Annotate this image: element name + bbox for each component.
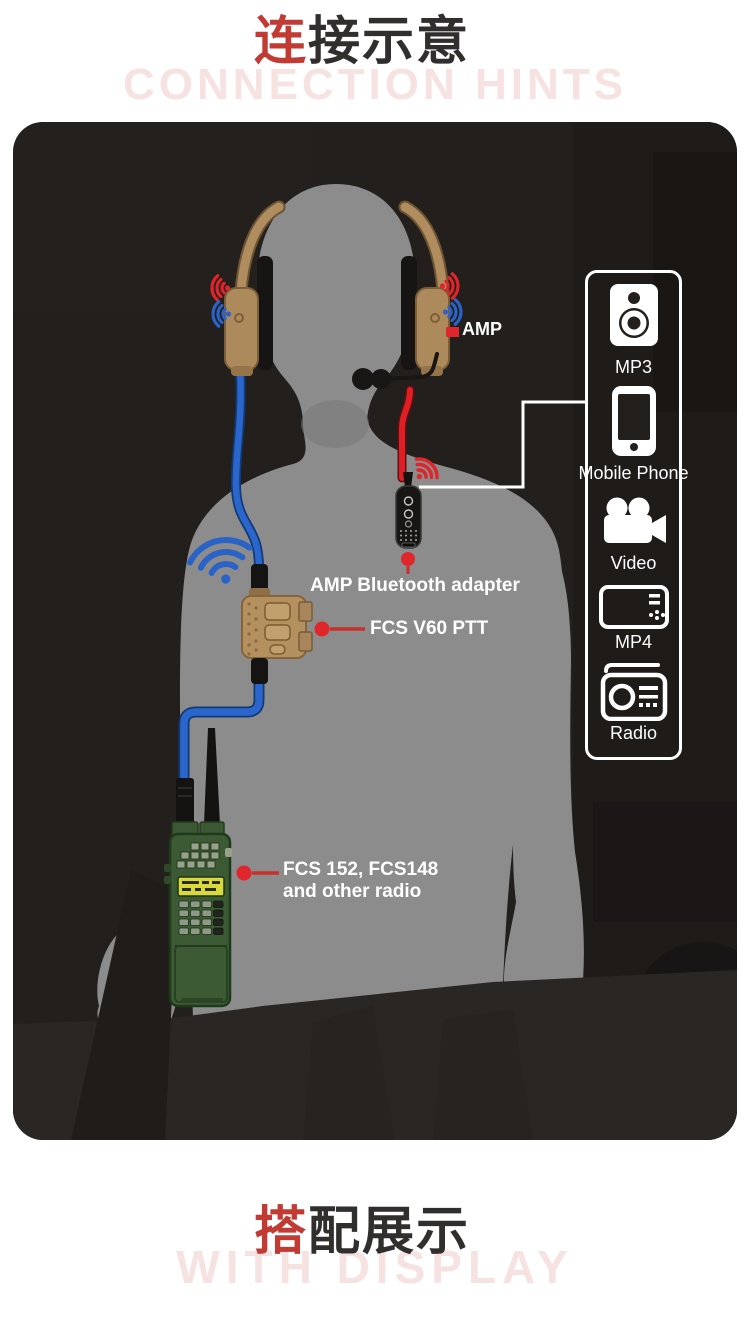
speaker-icon xyxy=(609,284,658,346)
radio-label: FCS 152, FCS148 and other radio xyxy=(283,859,438,903)
ptt-button-3 xyxy=(269,644,286,655)
right-ear-cushion xyxy=(401,256,417,370)
left-blue-signal-icon xyxy=(211,300,232,328)
right-ear-cup xyxy=(415,287,450,371)
left-red-signal-icon xyxy=(210,274,231,302)
mic-to-adapter-cable xyxy=(399,387,413,481)
right-red-signal-icon xyxy=(439,272,460,300)
fcs-radio-device xyxy=(164,728,232,1008)
bottom-title-red-char: 搭 xyxy=(253,1203,308,1261)
title-black-chars: 接示意 xyxy=(308,13,471,71)
device-label-mp4: MP4 xyxy=(614,632,653,652)
radio-keypad xyxy=(178,900,224,935)
bluetooth-adapter-label: AMP Bluetooth adapter xyxy=(310,575,520,596)
amp-label: AMP xyxy=(462,319,502,339)
ptt-button-1 xyxy=(264,602,291,621)
fcs-v60-ptt-device xyxy=(241,564,313,684)
left-ear-cup xyxy=(224,287,259,371)
mic-boom xyxy=(379,352,439,381)
device-label-mobile-phone: Mobile Phone xyxy=(578,463,689,483)
bluetooth-adapter-device xyxy=(395,472,422,549)
radio-screen-text xyxy=(182,881,220,891)
device-label-radio: Radio xyxy=(609,723,658,743)
devices-box-connector-line xyxy=(419,400,585,489)
mp4-player-icon xyxy=(598,585,669,629)
bottom-title-black-chars: 配展示 xyxy=(308,1203,471,1261)
page-title: 连接示意 xyxy=(0,16,724,68)
radio-icon xyxy=(600,663,667,721)
radio-antenna xyxy=(204,728,220,824)
connection-diagram xyxy=(13,122,737,1140)
panel-lower-shadow xyxy=(13,870,737,1140)
adapter-wifi-icon xyxy=(414,457,439,480)
ptt-texture xyxy=(247,602,258,656)
ptt-wifi-icon xyxy=(187,537,253,584)
compatible-devices-box: MP3 Mobile Phone Video MP4 xyxy=(578,270,689,760)
radio-screen xyxy=(177,876,225,897)
callout-markers xyxy=(236,552,415,881)
bottom-watermark: WITH DISPLAY xyxy=(176,1241,574,1293)
adapter-dot-grid xyxy=(400,530,417,541)
headset-to-ptt-cable xyxy=(232,364,263,572)
right-blue-signal-icon xyxy=(442,298,463,326)
top-watermark: CONNECTION HINTS xyxy=(123,60,627,109)
amp-marker xyxy=(446,327,459,337)
radio-label-line2: and other radio xyxy=(283,881,422,902)
mobile-phone-icon xyxy=(611,386,656,456)
radio-top-buttons xyxy=(176,842,220,869)
diagram-panel: AMP AMP Bluetooth adapter FCS V60 PTT FC… xyxy=(13,122,737,1140)
device-label-mp3: MP3 xyxy=(614,357,653,377)
cables xyxy=(178,363,415,792)
video-camera-icon xyxy=(603,497,666,543)
radio-label-line1: FCS 152, FCS148 xyxy=(283,859,439,880)
title-red-char: 连 xyxy=(253,13,308,71)
ptt-label: FCS V60 PTT xyxy=(370,618,489,639)
left-ear-cushion xyxy=(257,256,273,370)
ptt-to-radio-cable xyxy=(180,678,263,790)
microphone xyxy=(352,368,374,390)
device-label-video: Video xyxy=(610,553,657,573)
bottom-title: 搭配展示 xyxy=(0,1206,724,1258)
ptt-button-2 xyxy=(264,624,291,641)
signal-icons xyxy=(187,272,463,584)
